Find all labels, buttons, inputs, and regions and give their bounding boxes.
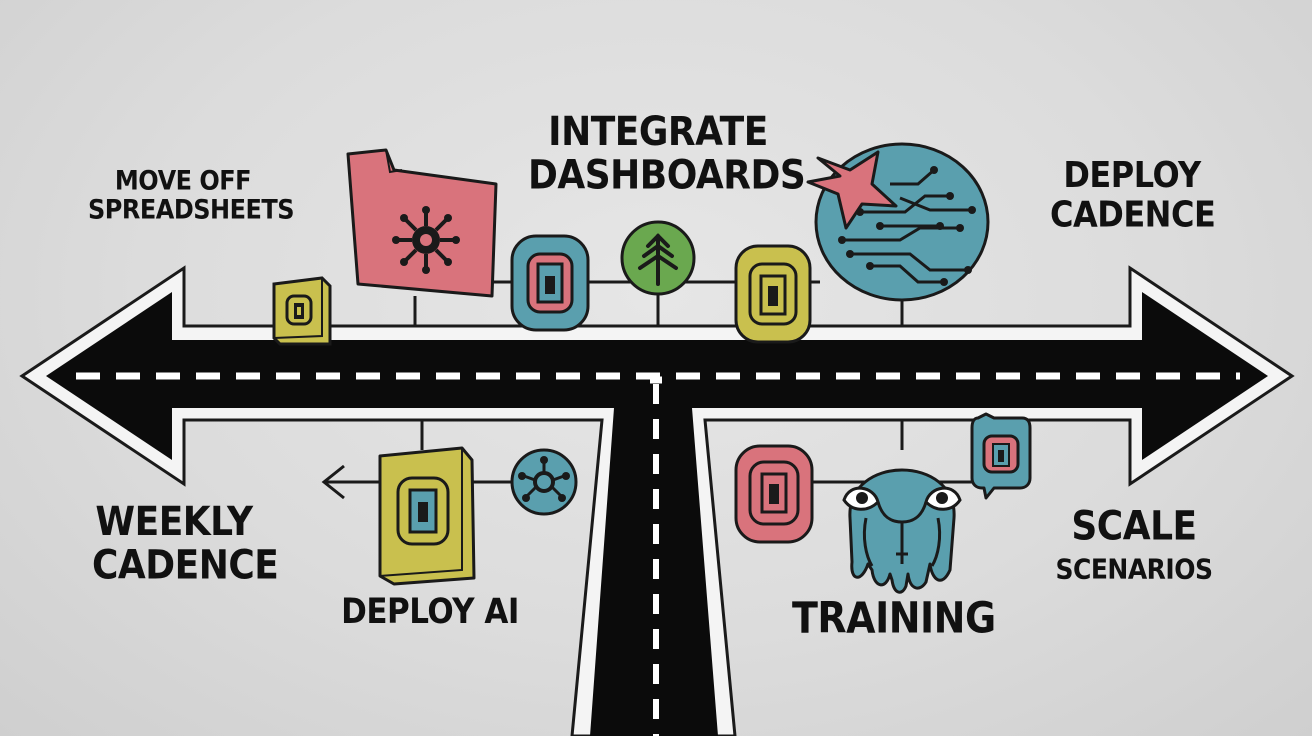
- label-integrate-dashboards: INTEGRATE DASHBOARDS: [528, 109, 806, 199]
- label-line: SPREADSHEETS: [88, 193, 295, 226]
- arrow-left-icon: [321, 464, 380, 500]
- label-training: TRAINING: [792, 593, 996, 643]
- road: [19, 265, 1295, 736]
- label-line: WEEKLY: [95, 499, 253, 546]
- label-line: CADENCE: [1050, 192, 1216, 235]
- label-move-off-spreadsheets: MOVE OFF SPREADSHEETS: [88, 164, 295, 226]
- label-line: SCENARIOS: [1055, 552, 1213, 586]
- door-card-icon: [510, 234, 590, 332]
- network-node-icon: [510, 448, 578, 516]
- door-card-icon: [734, 244, 812, 344]
- tree-icon: [620, 220, 696, 296]
- octopus-icon: [842, 468, 962, 594]
- label-deploy-ai: DEPLOY AI: [341, 591, 519, 633]
- label-line: INTEGRATE: [548, 109, 768, 156]
- door-card-icon: [378, 446, 476, 586]
- chat-bubble-icon: [970, 412, 1032, 500]
- label-line: DEPLOY: [1063, 153, 1201, 197]
- door-card-icon: [734, 444, 814, 544]
- label-weekly-cadence: WEEKLY CADENCE: [92, 499, 279, 589]
- circuit-star-icon: [806, 142, 990, 302]
- folder-network-icon: [346, 148, 498, 298]
- label-line: DASHBOARDS: [528, 152, 806, 199]
- door-card-icon: [272, 276, 332, 346]
- label-scale-scenarios: SCALE SCENARIOS: [1052, 503, 1216, 586]
- label-line: MOVE OFF: [114, 164, 252, 197]
- label-deploy-cadence: DEPLOY CADENCE: [1050, 153, 1216, 235]
- label-line: CADENCE: [92, 542, 279, 589]
- label-line: SCALE: [1071, 503, 1197, 550]
